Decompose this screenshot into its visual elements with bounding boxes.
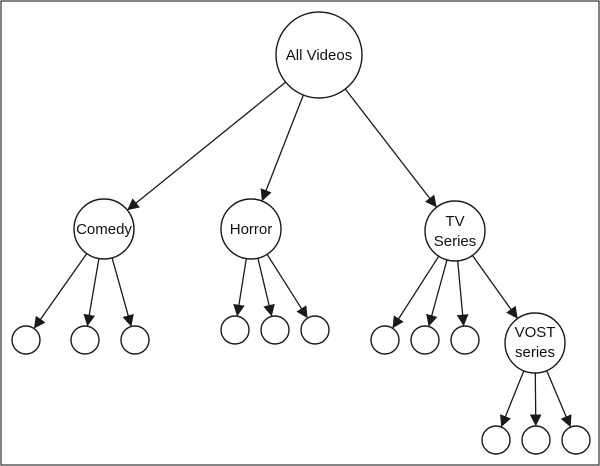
node-label-horror: Horror xyxy=(230,221,273,238)
node-tv-series: TV Series xyxy=(424,200,486,262)
edge-comedy-to-c2 xyxy=(83,258,100,327)
edge-vost-to-v3 xyxy=(546,370,572,428)
edge-tv-to-vost xyxy=(471,255,518,319)
node-label-tv-line2: Series xyxy=(434,233,477,250)
edge-tv-to-t2 xyxy=(426,259,448,327)
edge-horror-to-h2 xyxy=(257,258,275,317)
edge-tv-to-t1 xyxy=(392,255,440,329)
edge-vost-to-v2 xyxy=(529,372,542,427)
node-circle xyxy=(504,312,566,374)
edge-root-to-horror xyxy=(260,94,304,202)
node-horror: Horror xyxy=(220,198,282,260)
edge-root-to-comedy xyxy=(127,81,287,211)
edge-horror-to-h1 xyxy=(233,258,247,317)
leaf-node-comedy-1 xyxy=(11,325,41,355)
node-circle xyxy=(424,200,486,262)
leaf-node-horror-1 xyxy=(220,315,250,345)
node-label-vost-line1: VOST xyxy=(515,324,556,341)
node-vost-series: VOST series xyxy=(504,312,566,374)
leaf-node-comedy-2 xyxy=(70,325,100,355)
edge-comedy-to-c1 xyxy=(33,253,88,329)
edge-tv-to-t3 xyxy=(456,260,469,327)
leaf-node-tv-2 xyxy=(410,325,440,355)
leaf-node-comedy-3 xyxy=(120,325,150,355)
leaf-node-horror-3 xyxy=(300,315,330,345)
edge-horror-to-h3 xyxy=(266,253,308,319)
node-circle xyxy=(275,11,363,99)
leaf-node-vost-3 xyxy=(561,425,591,455)
node-label-all-videos: All Videos xyxy=(286,47,352,64)
node-label-tv-line1: TV xyxy=(445,213,464,230)
node-label-vost-line2: series xyxy=(515,344,555,361)
leaf-node-vost-1 xyxy=(481,425,511,455)
edge-comedy-to-c3 xyxy=(111,257,134,327)
node-circle xyxy=(220,198,282,260)
edge-vost-to-v1 xyxy=(500,370,525,428)
node-all-videos: All Videos xyxy=(275,11,363,99)
leaf-node-horror-2 xyxy=(260,315,290,345)
tree-edges xyxy=(33,81,572,428)
node-label-comedy: Comedy xyxy=(76,221,132,238)
node-circle xyxy=(73,198,135,260)
leaf-node-vost-2 xyxy=(521,425,551,455)
leaf-node-tv-3 xyxy=(450,325,480,355)
leaf-node-tv-1 xyxy=(370,325,400,355)
edge-root-to-tv xyxy=(344,88,437,208)
node-comedy: Comedy xyxy=(73,198,135,260)
